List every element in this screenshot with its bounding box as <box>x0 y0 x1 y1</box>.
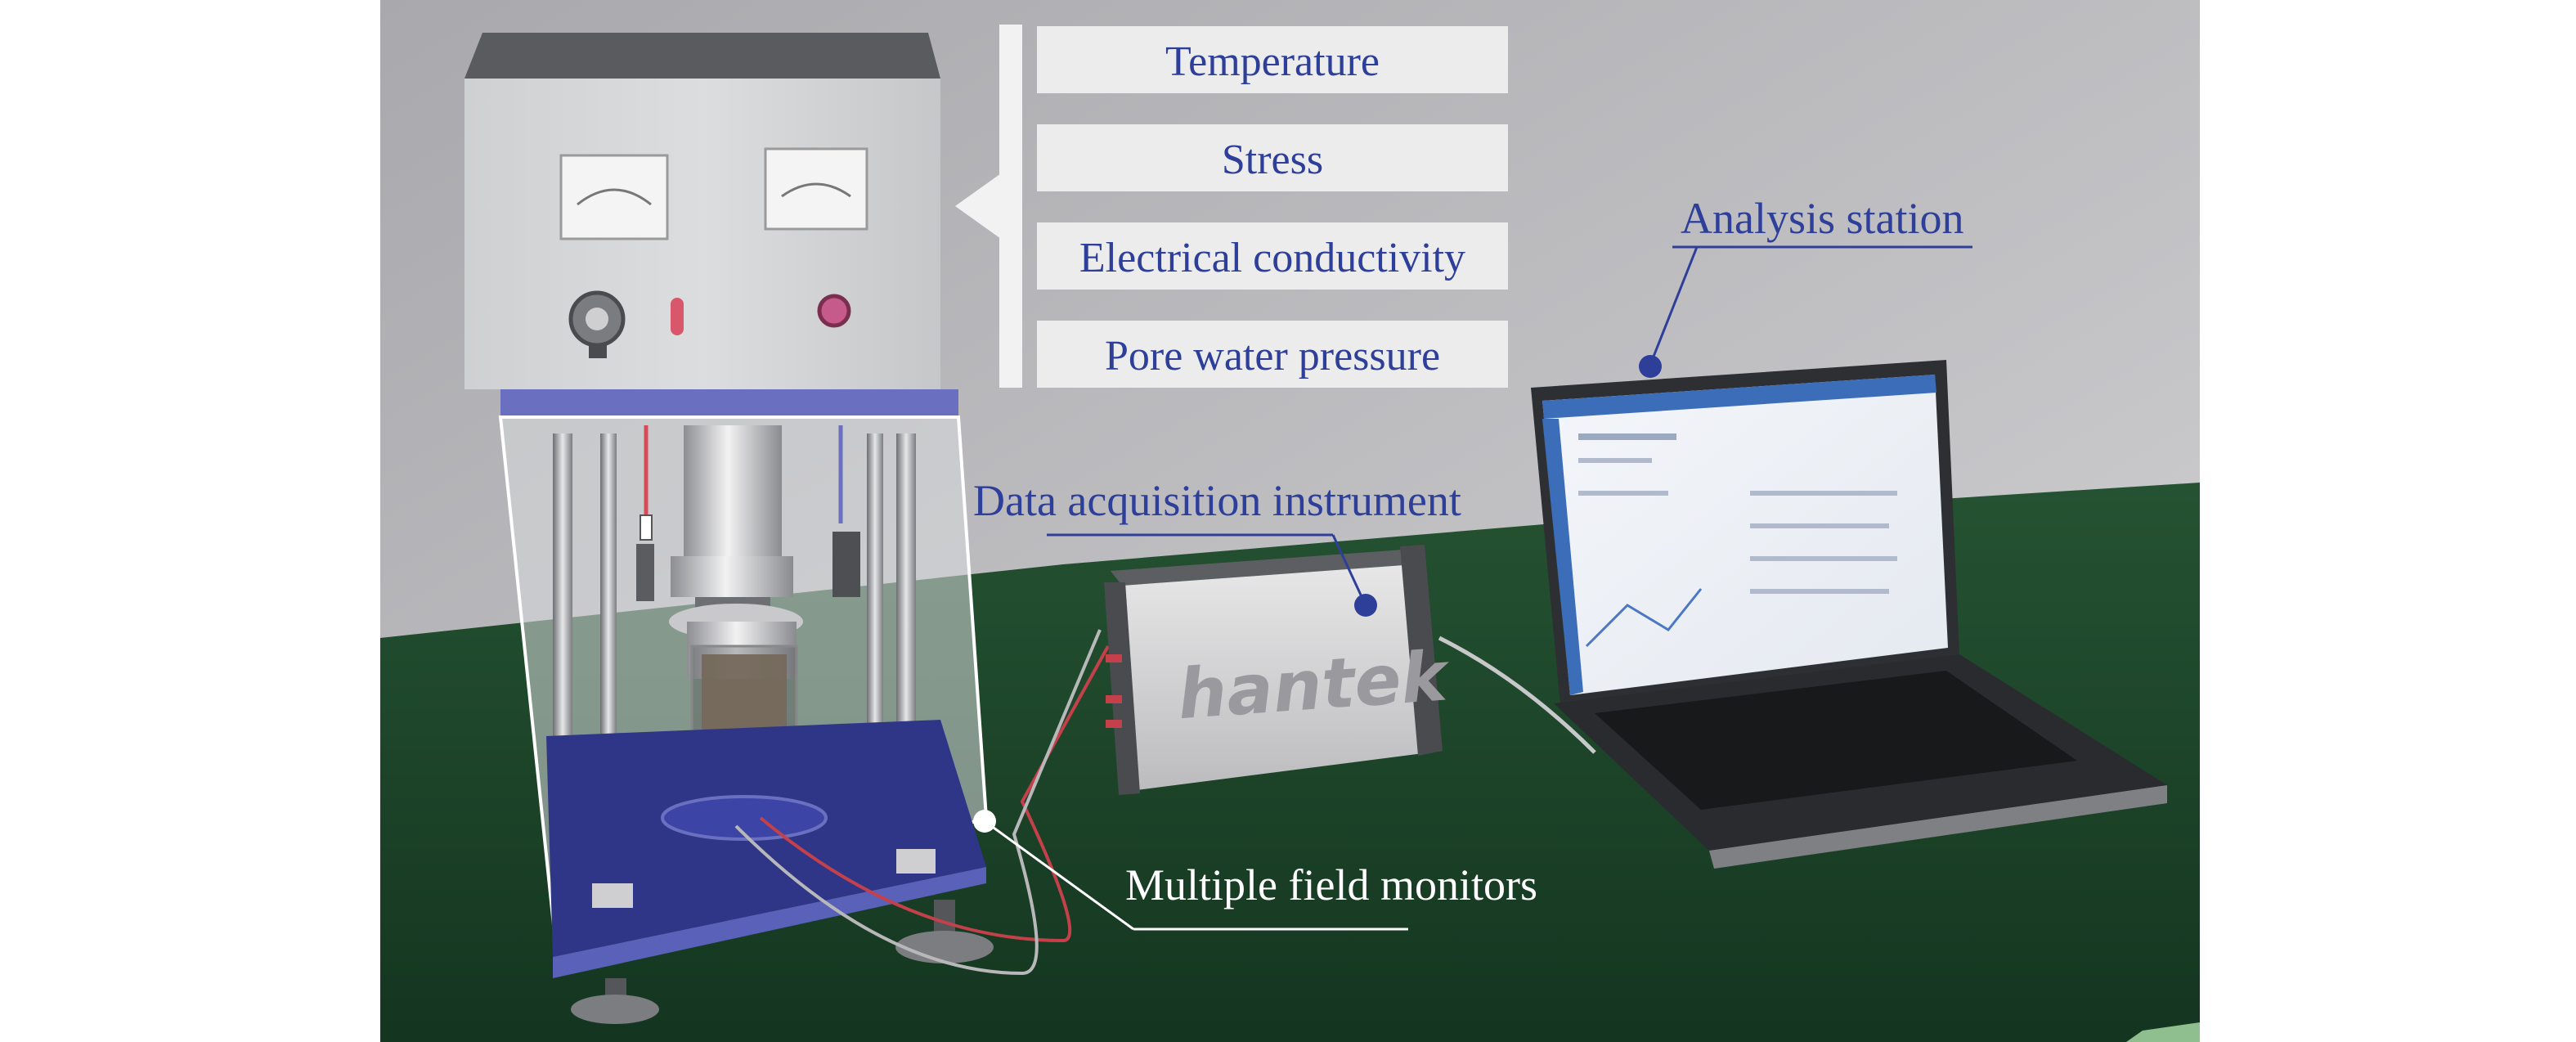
foot-right <box>895 931 994 963</box>
bracket-bar <box>999 25 1022 388</box>
parameter-item-pore-water-pressure: Pore water pressure <box>1037 321 1508 388</box>
callout-analysis-station: Analysis station <box>1639 194 1972 378</box>
gauge-left-icon <box>559 154 669 240</box>
rod-left-inner <box>600 433 617 761</box>
laptop-screen <box>1542 375 1948 695</box>
callout-dot <box>1354 594 1377 617</box>
daq-brand-label: hantek <box>1175 636 1453 734</box>
cable-daq-laptop <box>1438 636 1596 754</box>
parameter-label: Temperature <box>1165 38 1380 85</box>
callout-label: Multiple field monitors <box>1125 860 1537 910</box>
parameter-label: Pore water pressure <box>1105 333 1440 380</box>
cable-gray <box>734 629 1102 976</box>
triaxial-apparatus <box>464 33 994 1024</box>
parameter-label: Stress <box>1222 137 1323 183</box>
indicator-light-icon <box>817 294 851 328</box>
daq-side-left <box>1104 582 1140 795</box>
laptop <box>1531 360 2167 869</box>
callout-label: Data acquisition instrument <box>973 476 1461 525</box>
callout-label: Analysis station <box>1681 194 1964 243</box>
parameter-item-temperature: Temperature <box>1037 26 1508 93</box>
piston <box>684 425 782 556</box>
parameter-label: Electrical conductivity <box>1079 235 1465 281</box>
control-box <box>464 79 940 389</box>
switch-red-icon <box>671 298 684 335</box>
frame-top-bar <box>500 389 958 417</box>
callout-data-acquisition: Data acquisition instrument <box>973 476 1461 617</box>
parameter-list: Temperature Stress Electrical conductivi… <box>1037 26 1508 388</box>
gauge-right-icon <box>764 147 868 231</box>
table-edge-highlight <box>2126 1022 2200 1042</box>
foot-left <box>571 995 659 1024</box>
callout-field-monitors: Multiple field monitors <box>973 810 1537 931</box>
control-box-top <box>464 33 940 79</box>
callout-dot <box>1639 355 1662 378</box>
parameter-item-electrical-conductivity: Electrical conductivity <box>1037 222 1508 290</box>
daq-side-right <box>1400 545 1443 756</box>
data-acquisition-device: hantek <box>1104 545 1453 795</box>
parameter-item-stress: Stress <box>1037 124 1508 191</box>
daq-body <box>1122 564 1429 790</box>
bracket-pointer <box>955 173 1001 239</box>
laptop-keyboard <box>1595 671 2077 810</box>
rod-right-inner <box>867 433 883 761</box>
cable-red <box>759 645 1110 943</box>
